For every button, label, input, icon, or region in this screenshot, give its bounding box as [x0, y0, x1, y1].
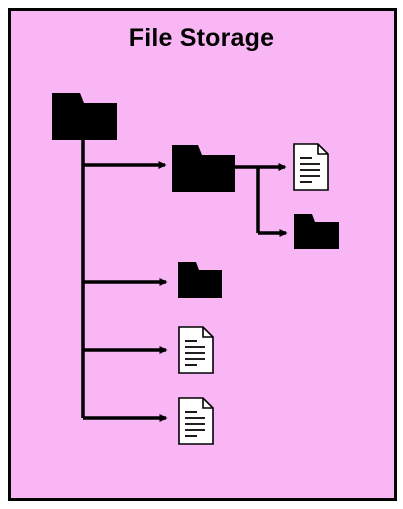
subfolder-folder-icon	[294, 214, 339, 249]
root-folder-icon	[52, 93, 117, 140]
child-folder-icon	[178, 262, 222, 298]
subfolder-document-icon	[293, 143, 329, 191]
subfolder-icon	[172, 145, 235, 192]
diagram-title: File Storage	[128, 24, 275, 52]
child-document-icon	[178, 326, 214, 374]
child-document-icon-2	[178, 397, 214, 445]
